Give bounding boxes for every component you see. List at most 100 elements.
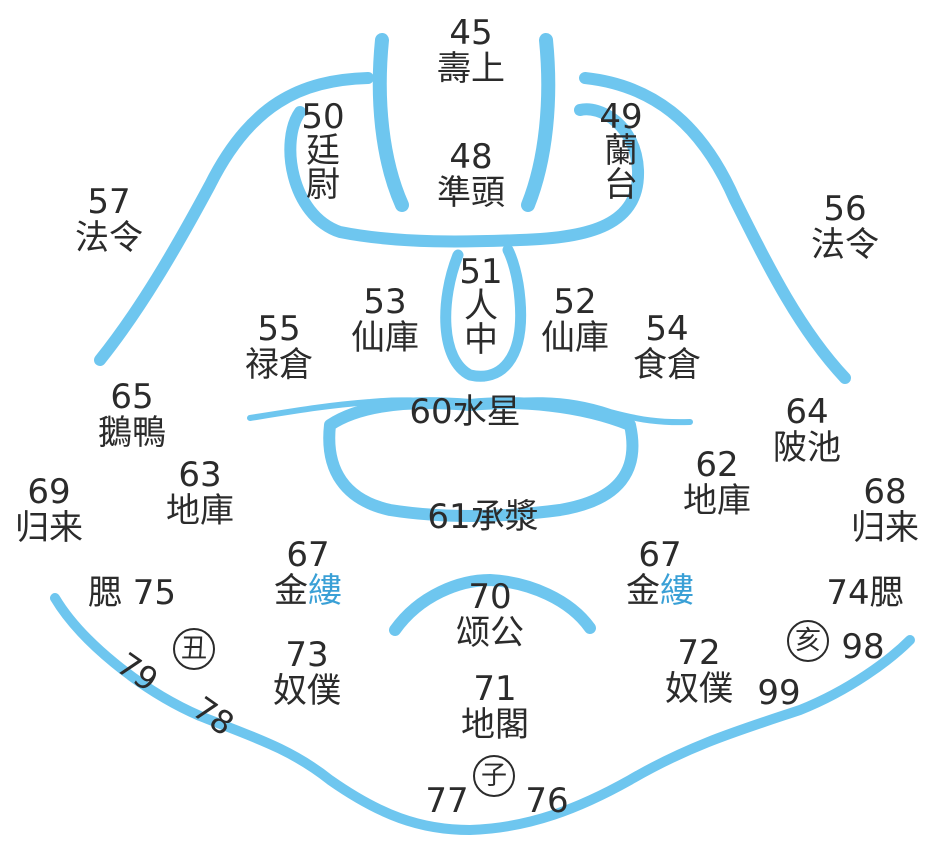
name-songgong: 颂公 bbox=[456, 612, 524, 653]
mouth-outline bbox=[323, 397, 639, 522]
jaw-outline bbox=[50, 593, 915, 835]
num-67-right: 67 bbox=[638, 535, 682, 575]
label-shoushang: 45 壽上 bbox=[428, 13, 514, 89]
name-faling-right: 法令 bbox=[811, 224, 879, 265]
label-faling-right: 56 法令 bbox=[800, 189, 890, 265]
num-71: 71 bbox=[473, 669, 517, 709]
num-52: 52 bbox=[553, 282, 597, 322]
nasolabial-right-line bbox=[579, 72, 851, 384]
label-dige: 71 地閣 bbox=[450, 669, 540, 745]
num-53: 53 bbox=[363, 282, 407, 322]
num-56: 56 bbox=[823, 189, 867, 229]
philtrum-outline bbox=[440, 244, 527, 382]
num-70: 70 bbox=[468, 577, 512, 617]
name-guilai-left: 归来 bbox=[15, 507, 83, 548]
num-54: 54 bbox=[645, 309, 689, 349]
zodiac-zi: 子 bbox=[480, 761, 507, 791]
label-tingwei: 50 廷 尉 bbox=[300, 100, 346, 202]
num-76: 76 bbox=[525, 781, 569, 821]
num-63: 63 bbox=[178, 455, 222, 495]
name-lucang: 禄倉 bbox=[245, 344, 313, 385]
label-renzhong: 51 人 中 bbox=[458, 255, 504, 357]
label-sai-left: 腮 75 bbox=[82, 573, 182, 613]
num-65: 65 bbox=[110, 377, 154, 417]
name-xianku-right: 仙庫 bbox=[541, 317, 609, 358]
label-xianku-right: 52 仙庫 bbox=[530, 282, 620, 358]
jin-char-right: 金 bbox=[626, 570, 660, 611]
name-guilai-right: 归来 bbox=[851, 507, 919, 548]
num-99: 99 bbox=[757, 673, 801, 713]
label-beichi: 64 陂池 bbox=[762, 392, 852, 468]
name-tingwei-1: 廷 bbox=[306, 131, 340, 171]
name-renzhong-1: 人 bbox=[464, 286, 498, 326]
num-72: 72 bbox=[677, 633, 721, 673]
name-diku-left: 地庫 bbox=[166, 490, 234, 531]
num-45: 45 bbox=[449, 13, 493, 53]
name-jinlv-right: 金縷 bbox=[612, 570, 708, 611]
name-beichi: 陂池 bbox=[773, 427, 841, 468]
name-lantai-2: 台 bbox=[604, 165, 638, 205]
text-shuixing: 60水星 bbox=[409, 392, 521, 432]
name-tingwei-2: 尉 bbox=[306, 165, 340, 205]
jin-char-left: 金 bbox=[274, 570, 308, 611]
label-shuixing: 60水星 bbox=[390, 392, 540, 432]
name-shicang: 食倉 bbox=[633, 344, 701, 385]
name-nupu-left: 奴僕 bbox=[273, 670, 341, 711]
name-nupu-right: 奴僕 bbox=[665, 668, 733, 709]
num-73: 73 bbox=[285, 635, 329, 675]
label-jinlv-right: 67 金縷 bbox=[612, 535, 708, 611]
label-jinlv-left: 67 金縷 bbox=[260, 537, 356, 611]
label-diku-right: 62 地庫 bbox=[672, 445, 762, 521]
label-eya: 65 鵝鴨 bbox=[82, 377, 182, 453]
zodiac-chou: 丑 bbox=[180, 634, 207, 664]
name-lantai-1: 蘭 bbox=[604, 131, 638, 171]
nose-right-line bbox=[521, 33, 556, 212]
nasolabial-left-line bbox=[94, 72, 374, 366]
label-faling-left: 57 法令 bbox=[64, 182, 154, 258]
label-zhuntou: 48 準頭 bbox=[428, 137, 514, 211]
num-50: 50 bbox=[301, 97, 345, 137]
text-chengjiang: 61承漿 bbox=[427, 497, 539, 537]
label-sai-right: 74腮 bbox=[815, 573, 915, 613]
chin-arc-line bbox=[389, 574, 596, 636]
name-xianku-left: 仙庫 bbox=[351, 317, 419, 358]
name-dige: 地閣 bbox=[461, 704, 529, 745]
zodiac-chou-circle: 丑 bbox=[173, 628, 215, 670]
zodiac-hai-circle: 亥 bbox=[787, 620, 829, 662]
nostril-outline bbox=[284, 103, 645, 248]
label-shicang: 54 食倉 bbox=[622, 309, 712, 385]
num-48: 48 bbox=[449, 137, 493, 177]
name-renzhong-2: 中 bbox=[464, 320, 498, 360]
lv-char-right: 縷 bbox=[660, 570, 694, 611]
label-nupu-left: 73 奴僕 bbox=[262, 635, 352, 711]
label-lucang: 55 禄倉 bbox=[234, 309, 324, 385]
text-sai-left: 腮 75 bbox=[87, 573, 177, 613]
nose-left-line bbox=[372, 33, 409, 212]
label-lantai: 49 蘭 台 bbox=[598, 100, 644, 202]
label-chengjiang: 61承漿 bbox=[408, 497, 558, 537]
num-62: 62 bbox=[695, 445, 739, 485]
name-jinlv-left: 金縷 bbox=[260, 570, 356, 611]
name-faling-left: 法令 bbox=[75, 217, 143, 258]
label-diku-left: 63 地庫 bbox=[155, 455, 245, 531]
num-68: 68 bbox=[863, 472, 907, 512]
name-shoushang: 壽上 bbox=[437, 48, 505, 89]
num-55: 55 bbox=[257, 309, 301, 349]
zodiac-zi-circle: 子 bbox=[473, 755, 515, 797]
label-guilai-left: 69 归来 bbox=[4, 474, 94, 548]
num-64: 64 bbox=[785, 392, 829, 432]
name-eya: 鵝鴨 bbox=[98, 412, 166, 453]
label-guilai-right: 68 归来 bbox=[840, 472, 930, 548]
num-57: 57 bbox=[87, 182, 131, 222]
num-49: 49 bbox=[599, 97, 643, 137]
label-nupu-right: 72 奴僕 bbox=[654, 633, 744, 709]
num-77: 77 bbox=[425, 781, 469, 821]
lv-char-left: 縷 bbox=[308, 570, 342, 611]
label-songgong: 70 颂公 bbox=[445, 577, 535, 653]
text-sai-right: 74腮 bbox=[826, 573, 904, 613]
num-98: 98 bbox=[841, 627, 885, 667]
num-51: 51 bbox=[459, 252, 503, 292]
name-diku-right: 地庫 bbox=[683, 480, 751, 521]
